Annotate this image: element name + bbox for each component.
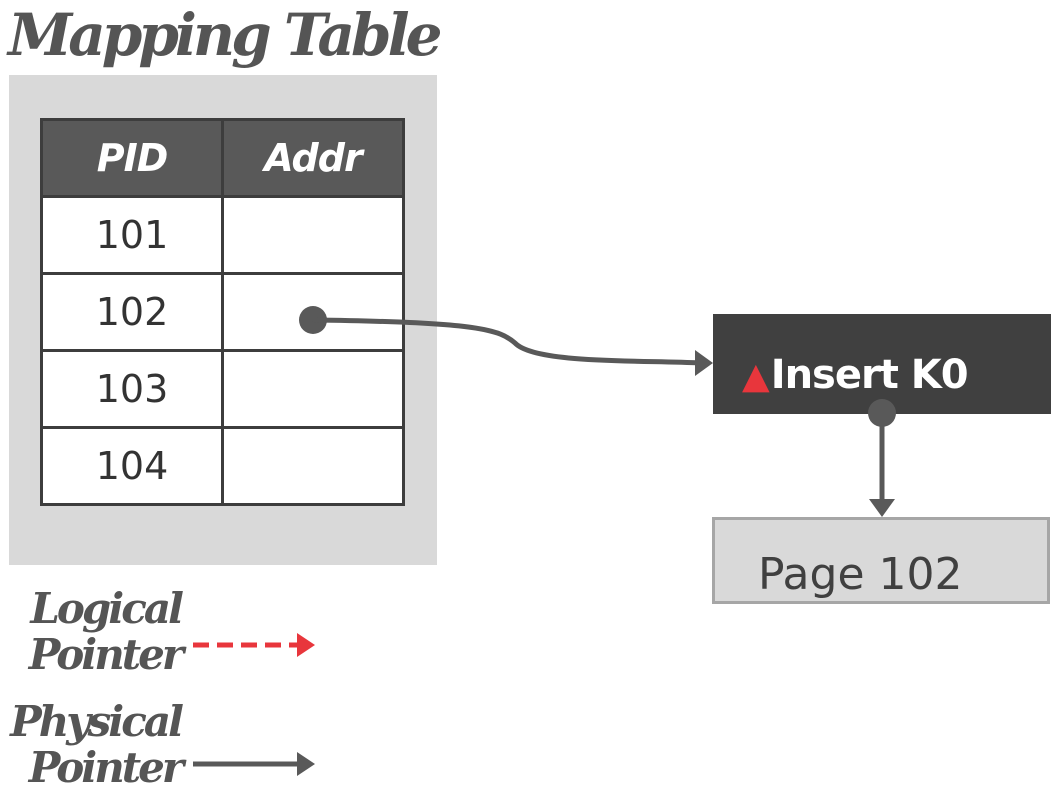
delta-record-label: Insert K0 <box>770 352 969 398</box>
pid-cell: 101 <box>40 195 224 275</box>
addr-cell <box>221 272 405 352</box>
red-triangle-icon: ▲ <box>742 356 770 397</box>
pid-cell: 103 <box>40 349 224 429</box>
table-row: 102 <box>40 272 405 352</box>
delta-record-box <box>713 314 1051 414</box>
page-box <box>712 517 1050 604</box>
mapping-table: PID Addr 101 102 103 104 <box>40 118 405 506</box>
delta-record-text: ▲Insert K0 <box>742 349 969 403</box>
pid-column-header: PID <box>40 118 224 198</box>
addr-cell <box>221 195 405 275</box>
logical-pointer-legend-arrow <box>193 633 315 657</box>
pid-cell: 104 <box>40 426 224 506</box>
logical-pointer-text: Logical Pointer <box>28 584 184 679</box>
pointer-arrowhead <box>869 499 895 517</box>
physical-pointer-legend-arrow <box>193 752 315 776</box>
pointer-arrowhead <box>695 350 713 376</box>
table-row: 103 <box>40 349 405 429</box>
addr-column-header: Addr <box>221 118 405 198</box>
mapping-table-title: Mapping Table <box>8 1 443 69</box>
physical-pointer-label: Physical Pointer <box>10 697 184 792</box>
pid-cell: 102 <box>40 272 224 352</box>
physical-pointer-text: Physical Pointer <box>10 697 184 792</box>
table-row: 101 <box>40 195 405 275</box>
table-row: 104 <box>40 426 405 506</box>
addr-cell <box>221 349 405 429</box>
table-header-row: PID Addr <box>40 118 405 198</box>
dark-arrowhead-icon <box>297 752 315 776</box>
logical-pointer-label: Logical Pointer <box>28 584 184 679</box>
page-label: Page 102 <box>758 549 963 600</box>
red-arrowhead-icon <box>297 633 315 657</box>
physical-pointer-delta-to-page <box>868 399 896 517</box>
addr-cell <box>221 426 405 506</box>
